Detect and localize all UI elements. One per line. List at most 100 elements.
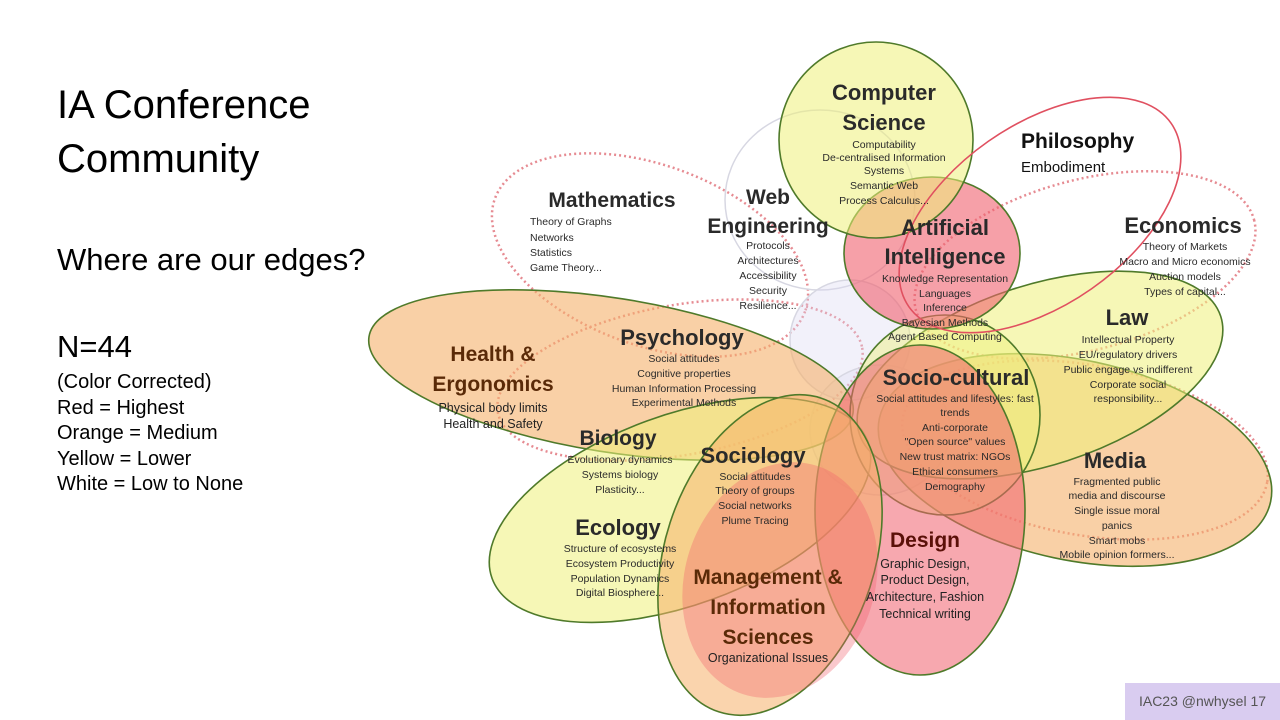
management-inner-ellipse xyxy=(682,462,878,698)
psychology-item: Experimental Methods xyxy=(632,397,736,409)
philosophy-title: Philosophy xyxy=(1021,130,1134,153)
economics-item: Macro and Micro economics xyxy=(1119,256,1250,268)
web-engineering-item: Resilience... xyxy=(739,300,796,312)
legend-item: Red = Highest xyxy=(57,396,185,419)
mathematics-title: Mathematics xyxy=(548,189,675,212)
psychology-title: Psychology xyxy=(620,325,744,350)
legend-item: Yellow = Lower xyxy=(57,447,192,470)
slide-footer: IAC23 @nwhysel 17 xyxy=(1125,683,1280,720)
mathematics-item: Game Theory... xyxy=(530,262,602,274)
web-engineering-item: Security xyxy=(749,285,788,297)
socio-cultural-item: Ethical consumers xyxy=(912,466,998,478)
management-item: Organizational Issues xyxy=(708,651,828,665)
mathematics-item: Networks xyxy=(530,232,574,244)
biology-item: Systems biology xyxy=(582,469,659,481)
media-item: Fragmented public xyxy=(1074,476,1161,488)
domain-ellipses xyxy=(367,41,1273,717)
computer-science-item: Systems xyxy=(864,165,904,177)
biology-item: Evolutionary dynamics xyxy=(567,454,672,466)
slide-title-line-1: IA Conference xyxy=(57,83,311,127)
artificial-intelligence-title: Artificial xyxy=(901,215,989,240)
ecology-item: Digital Biosphere... xyxy=(576,587,664,599)
ecology-item: Population Dynamics xyxy=(571,573,670,585)
ecology-item: Structure of ecosystems xyxy=(564,543,677,555)
socio-cultural-title: Socio-cultural xyxy=(883,365,1030,390)
slide-title: IA Conference Community xyxy=(57,78,417,186)
artificial-intelligence-item: Agent Based Computing xyxy=(888,331,1002,343)
management-title: Sciences xyxy=(722,626,813,649)
media-item: media and discourse xyxy=(1069,490,1166,502)
media-item: panics xyxy=(1102,520,1132,532)
computer-science-item: Process Calculus... xyxy=(839,195,929,207)
psychology-item: Social attitudes xyxy=(648,353,719,365)
computer-science-item: Computability xyxy=(852,139,916,151)
management-title: Management & xyxy=(693,566,842,589)
economics-item: Types of capital... xyxy=(1144,286,1226,298)
slide-title-line-2: Community xyxy=(57,137,260,181)
law-item: Corporate social xyxy=(1090,379,1166,391)
economics-item: Auction models xyxy=(1149,271,1221,283)
computer-science-title: Science xyxy=(842,110,925,135)
web-engineering-title: Web xyxy=(746,186,790,209)
slide-question: Where are our edges? xyxy=(57,242,366,277)
law-title: Law xyxy=(1106,305,1150,330)
legend-item: White = Low to None xyxy=(57,473,244,495)
socio-cultural-item: trends xyxy=(940,407,969,419)
philosophy-item: Embodiment xyxy=(1021,159,1106,176)
design-item: Product Design, xyxy=(881,573,970,587)
design-title: Design xyxy=(890,529,960,552)
legend-item: Orange = Medium xyxy=(57,422,218,444)
design-item: Technical writing xyxy=(879,607,971,621)
health-ergonomics-item: Physical body limits xyxy=(438,401,547,415)
philosophy-ellipse xyxy=(898,96,1182,334)
sociology-title: Sociology xyxy=(700,443,806,468)
artificial-intelligence-item: Languages xyxy=(919,288,971,300)
web-engineering-item: Accessibility xyxy=(739,270,797,282)
sample-size: N=44 xyxy=(57,329,132,364)
psychology-item: Cognitive properties xyxy=(637,368,730,380)
mathematics-outline xyxy=(490,152,810,358)
health-ergonomics-title: Health & xyxy=(450,343,535,366)
media-item: Mobile opinion formers... xyxy=(1060,549,1175,561)
computer-science-title: Computer xyxy=(832,80,936,105)
web-engineering-item: Architectures xyxy=(737,255,798,267)
economics-title: Economics xyxy=(1124,213,1241,238)
ghost-labels: Computer Science Computability De-centra… xyxy=(530,80,1251,599)
sociology-item: Plume Tracing xyxy=(721,515,788,527)
health-ergonomics-item: Health and Safety xyxy=(443,417,543,431)
artificial-intelligence-item: Knowledge Representation xyxy=(882,273,1008,285)
sociology-item: Theory of groups xyxy=(715,485,794,497)
law-item: Intellectual Property xyxy=(1082,334,1176,346)
computer-science-ellipse xyxy=(778,41,974,239)
economics-item: Theory of Markets xyxy=(1143,241,1228,253)
socio-cultural-item: Social attitudes and lifestyles: fast xyxy=(876,393,1034,405)
media-item: Single issue moral xyxy=(1074,505,1160,517)
media-item: Smart mobs xyxy=(1089,535,1146,547)
computer-science-item: Semantic Web xyxy=(850,180,918,192)
design-item: Architecture, Fashion xyxy=(866,590,984,604)
computer-science-item: De-centralised Information xyxy=(822,152,945,164)
socio-cultural-item: Anti-corporate xyxy=(922,422,988,434)
management-ellipse xyxy=(657,393,883,717)
artificial-intelligence-item: Bayesian Methods xyxy=(902,317,988,329)
color-legend: (Color Corrected) Red = Highest Orange =… xyxy=(57,370,243,498)
socio-cultural-item: "Open source" values xyxy=(905,436,1006,448)
law-item: responsibility... xyxy=(1094,393,1163,405)
sociology-item: Social attitudes xyxy=(719,471,790,483)
media-title: Media xyxy=(1084,448,1147,473)
mathematics-item: Theory of Graphs xyxy=(530,216,612,228)
socio-cultural-item: Demography xyxy=(925,481,986,493)
ecology-title: Ecology xyxy=(575,515,661,540)
health-ergonomics-title: Ergonomics xyxy=(432,373,553,396)
management-title: Information xyxy=(710,596,826,619)
law-item: EU/regulatory drivers xyxy=(1079,349,1178,361)
legend-item: (Color Corrected) xyxy=(57,371,212,393)
ecology-item: Ecosystem Productivity xyxy=(566,558,675,570)
mathematics-item: Statistics xyxy=(530,247,572,259)
sociology-item: Social networks xyxy=(718,500,792,512)
web-engineering-item: Protocols xyxy=(746,240,790,252)
web-engineering-title: Engineering xyxy=(707,215,828,238)
psychology-item: Human Information Processing xyxy=(612,383,756,395)
socio-cultural-item: New trust matrix: NGOs xyxy=(900,451,1011,463)
